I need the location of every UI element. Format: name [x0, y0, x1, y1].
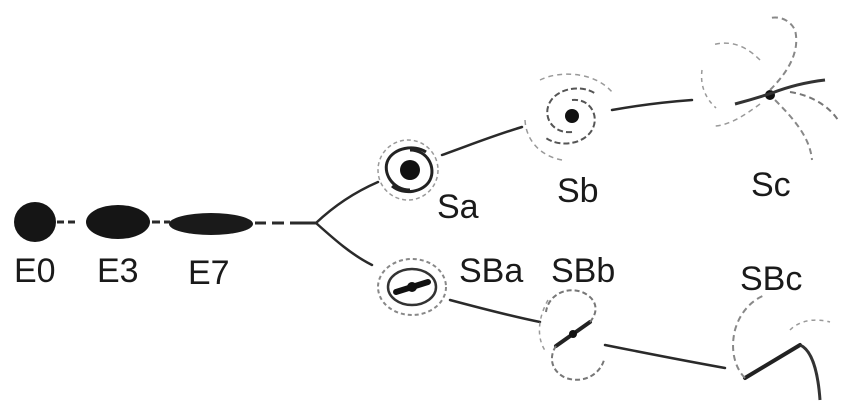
label-sbb: SBb	[551, 252, 616, 290]
galaxy-e0	[14, 202, 56, 242]
label-e0: E0	[14, 252, 56, 290]
galaxy-e3	[86, 205, 150, 239]
galaxy-sc	[700, 16, 839, 161]
galaxy-sba	[377, 258, 447, 316]
label-sb: Sb	[557, 172, 599, 210]
label-sa: Sa	[437, 188, 479, 226]
galaxy-sb	[524, 73, 613, 161]
barred-spiral-sequence-connector	[448, 298, 727, 370]
fork-branches	[314, 180, 380, 267]
label-sc: Sc	[751, 166, 791, 204]
elliptical-sequence-connector	[57, 220, 316, 225]
spiral-sequence-connector	[440, 98, 694, 157]
label-sba: SBa	[459, 252, 524, 290]
label-sbc: SBc	[740, 260, 803, 298]
label-e3: E3	[97, 252, 139, 290]
galaxy-sbc	[732, 294, 831, 401]
fork-upper-branch	[314, 180, 380, 225]
label-e7: E7	[188, 254, 230, 292]
galaxy-sa	[377, 139, 439, 201]
galaxy-sbb	[538, 289, 605, 381]
fork-lower-branch	[314, 221, 374, 267]
galaxy-e7	[169, 213, 253, 235]
